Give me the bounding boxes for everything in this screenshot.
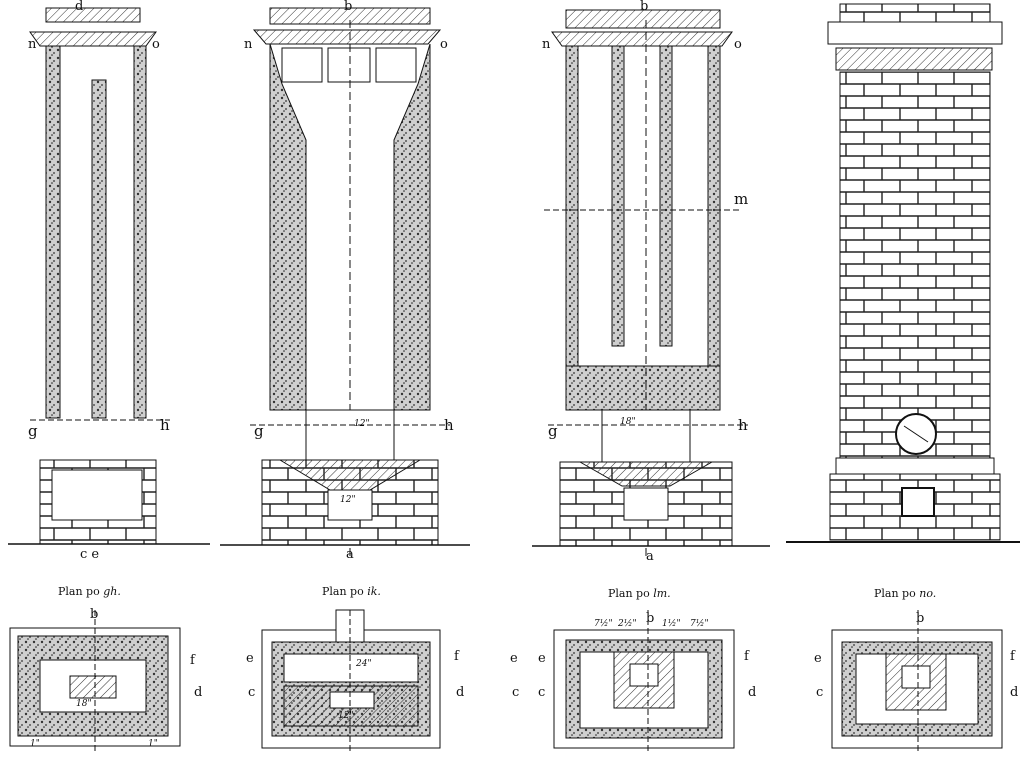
plan-3-dim-b: 2½" [618,619,637,629]
plan-1-dim-inner: 18" [76,699,92,709]
label-e1-d: d [75,0,84,14]
elevation-section-3 [532,9,770,560]
label-e2-g: g [254,422,264,440]
label-e2-o: o [440,37,448,52]
plan-4-label-f: f [1010,649,1015,664]
plan-3-label-f: f [744,649,749,664]
plan-2-label-c: c [248,685,256,700]
plan-1-label-b: b [90,607,99,622]
plan-3-label-c: c [512,685,520,700]
label-e3-a: a [646,549,654,564]
label-e1-n: n [28,37,37,52]
elevation-section-1 [8,7,210,545]
label-e1-g: g [28,422,38,440]
label-e3-h: h [738,416,748,434]
plan-2-label-e: e [246,651,254,666]
label-e1-o: o [152,37,160,52]
plan-3-dim-a: 7½" [594,619,613,629]
plan-1-label-d: d [194,685,203,700]
plan-2-label-f: f [454,649,459,664]
label-e2-a: a [346,547,354,562]
plan-2-label-d: d [456,685,465,700]
label-e1-bottom: c e [80,547,100,562]
plan-1-dim-right: 1" [148,739,158,749]
plan-4-title: Plan po no. [874,587,937,600]
plan-2-dim-top: 24" [356,659,372,669]
label-e3-m: m [734,190,749,208]
plan-1-label-f: f [190,653,195,668]
plan-2-title: Plan po ik. [322,585,381,598]
label-e3-g: g [548,422,558,440]
plan-1-title: Plan po gh. [58,585,121,598]
label-e2-h: h [444,416,454,434]
plan-4-label-c: c [816,685,824,700]
label-e3-n: n [542,37,551,52]
plan-1 [9,610,181,754]
plan-3-dim-d: 7½" [690,619,709,629]
elevation-section-2 [220,7,470,560]
plan-4-label-d: d [1010,685,1019,700]
dim-e3-upper: 18" [620,417,636,427]
plan-3 [553,610,735,754]
label-e3-o: o [734,37,742,52]
plan-3-label-d: d [748,685,757,700]
plan-3-label-e2: e [538,651,546,666]
plan-4-label-e: e [814,651,822,666]
label-e3-b: b [640,0,649,14]
dim-e2-lower: 12" [340,495,356,505]
plan-3-title: Plan po lm. [608,587,671,600]
plan-3-label-e: e [510,651,518,666]
plan-1-dim-left: 1" [30,739,40,749]
dim-e2-upper: 12" [354,419,370,429]
label-e2-b: b [344,0,353,14]
elevation-exterior-view [786,3,1020,543]
plan-3-label-b: b [646,611,655,626]
plan-3-label-c2: c [538,685,546,700]
plan-2-dim-mid: 12" [338,711,354,721]
plan-3-dim-c: 1½" [662,619,681,629]
label-e2-n: n [244,37,253,52]
plan-4-label-b: b [916,611,925,626]
plan-4 [831,610,1003,754]
plan-2 [261,609,441,754]
label-e1-h: h [160,416,170,434]
